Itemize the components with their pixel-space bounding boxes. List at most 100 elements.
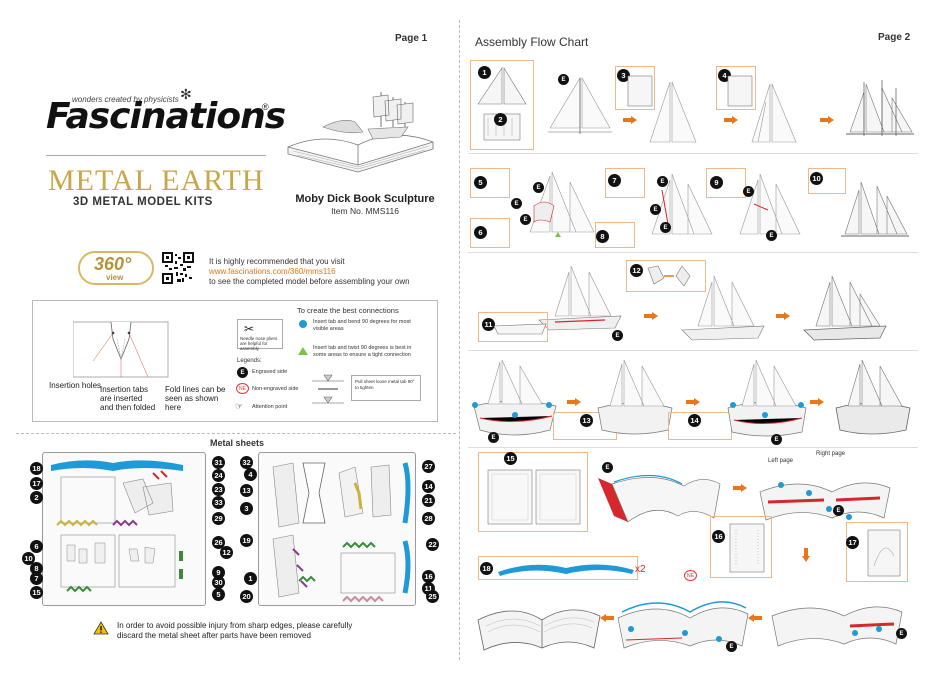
step-15-result <box>754 462 894 528</box>
step-11-hull-part <box>492 318 548 338</box>
blue-dot-icon <box>472 402 478 408</box>
blue-dot-icon <box>299 320 307 328</box>
step-number-badge: 18 <box>480 562 493 575</box>
final-book-sculpture <box>474 590 604 660</box>
divider-line <box>46 155 266 156</box>
step-number-badge: 1 <box>478 66 491 79</box>
pliers-icon: ✂ <box>244 322 254 336</box>
blue-dot-icon <box>546 402 552 408</box>
step-17-part <box>864 526 906 580</box>
step-number-badge: 6 <box>474 226 487 239</box>
engraved-side-icon: E <box>657 176 668 187</box>
sheet-number-badge: 4 <box>244 468 257 481</box>
view-360-number: 360° <box>94 254 131 275</box>
qr-code-icon[interactable] <box>162 252 194 284</box>
green-triangle-icon <box>555 232 561 237</box>
step-13-result <box>590 356 680 440</box>
warning-text: In order to avoid possible injury from s… <box>117 621 377 641</box>
tab-twist-illustration <box>308 371 348 411</box>
attention-point-label: Attention point <box>252 403 287 412</box>
engraved-side-icon: E <box>520 214 531 225</box>
flow-arrow <box>733 484 747 492</box>
fold-lines-label: Fold lines can be seen as shown here <box>165 385 231 412</box>
sheet-number-badge: 15 <box>30 586 43 599</box>
engraved-side-icon: E <box>237 367 248 378</box>
sheet-number-badge: 21 <box>422 494 435 507</box>
metal-earth-subtitle: 3D METAL MODEL KITS <box>73 196 213 208</box>
flow-arrow <box>686 398 700 406</box>
section-divider <box>16 433 456 434</box>
page-1: Page 1 wonders created by physicists ✻ F… <box>0 0 460 686</box>
sheet-number-badge: 5 <box>212 588 225 601</box>
right-page-label: Right page <box>816 451 845 457</box>
flow-arrow-down <box>802 548 810 562</box>
flow-chart-title: Assembly Flow Chart <box>475 35 588 49</box>
sheet-number-badge: 28 <box>422 512 435 525</box>
legends-label: Legends: <box>237 357 262 366</box>
sheet-number-badge: 24 <box>212 469 225 482</box>
pull-note: Pull sheet loose metal tab 90° to tighte… <box>355 379 415 390</box>
engraved-side-icon: E <box>650 204 661 215</box>
step-11-assembly <box>535 258 625 338</box>
blue-dot-icon <box>798 402 804 408</box>
sheet-number-badge: 22 <box>426 538 439 551</box>
row-divider <box>468 447 918 448</box>
engraved-side-icon: E <box>896 628 907 639</box>
step-3-assembly <box>620 72 700 148</box>
quantity-x2: x2 <box>635 564 646 575</box>
step-number-badge: 12 <box>630 264 643 277</box>
step-number-badge: 17 <box>846 536 859 549</box>
step-number-badge: 8 <box>596 230 609 243</box>
sheet-number-badge: 27 <box>422 460 435 473</box>
sheet-number-badge: 20 <box>240 590 253 603</box>
sheet-number-badge: 7 <box>30 572 43 585</box>
engraved-side-icon: E <box>660 222 671 233</box>
sheet-number-badge: 19 <box>240 534 253 547</box>
blue-dot-icon <box>806 490 812 496</box>
sheet-number-badge: 13 <box>240 484 253 497</box>
flow-arrow <box>623 116 637 124</box>
insertion-tabs-label: Insertion tabs are inserted and then fol… <box>100 385 156 412</box>
flow-arrow <box>810 398 824 406</box>
step-14-assembly <box>722 356 812 440</box>
step-18-part <box>496 560 636 578</box>
step-number-badge: 10 <box>810 172 823 185</box>
metal-sheet-1 <box>42 452 206 606</box>
tab-diagram-illustration <box>73 319 173 384</box>
sheet-number-badge: 1 <box>244 572 257 585</box>
sheet-number-badge: 33 <box>212 496 225 509</box>
step-15-part <box>484 466 584 528</box>
blue-dot-icon <box>852 630 858 636</box>
model-name: Moby Dick Book Sculpture <box>290 193 440 205</box>
sheet-number-badge: 3 <box>240 502 253 515</box>
view-360-badge[interactable]: 360° view <box>78 251 154 285</box>
step-4-assembly <box>722 72 802 148</box>
metal-sheets-title: Metal sheets <box>210 438 264 448</box>
sheet-number-badge: 18 <box>30 462 43 475</box>
step-12-result <box>800 268 890 346</box>
engraved-side-icon: E <box>612 330 623 341</box>
engraved-side-label: Engraved side <box>252 368 287 377</box>
row-divider <box>468 252 918 253</box>
step-number-badge: 14 <box>688 414 701 427</box>
brand-name: Fascinations <box>46 96 285 137</box>
row-divider <box>468 153 918 154</box>
best-connections-title: To create the best connections <box>297 306 399 315</box>
metal-earth-logo: METAL EARTH <box>48 164 265 198</box>
flow-arrow <box>644 312 658 320</box>
blue-dot-icon <box>846 514 852 520</box>
connection-green-note: Insert tab and twist 90 degrees is best … <box>313 345 423 358</box>
blue-dot-icon <box>762 412 768 418</box>
flow-arrow <box>724 116 738 124</box>
book-sculpture-illustration <box>283 87 443 182</box>
blue-dot-icon <box>730 402 736 408</box>
step-12-assembly <box>678 268 768 346</box>
non-engraved-side-icon: NE <box>236 383 249 394</box>
sheet-number-badge: 23 <box>212 483 225 496</box>
step-10-result <box>835 170 915 248</box>
attention-point-icon: ☞ <box>235 401 243 412</box>
recommend-url-link[interactable]: www.fascinations.com/360/mms116 <box>209 267 449 277</box>
flow-arrow <box>776 312 790 320</box>
step-13-assembly <box>470 356 560 440</box>
sheet-2-parts <box>259 453 417 607</box>
